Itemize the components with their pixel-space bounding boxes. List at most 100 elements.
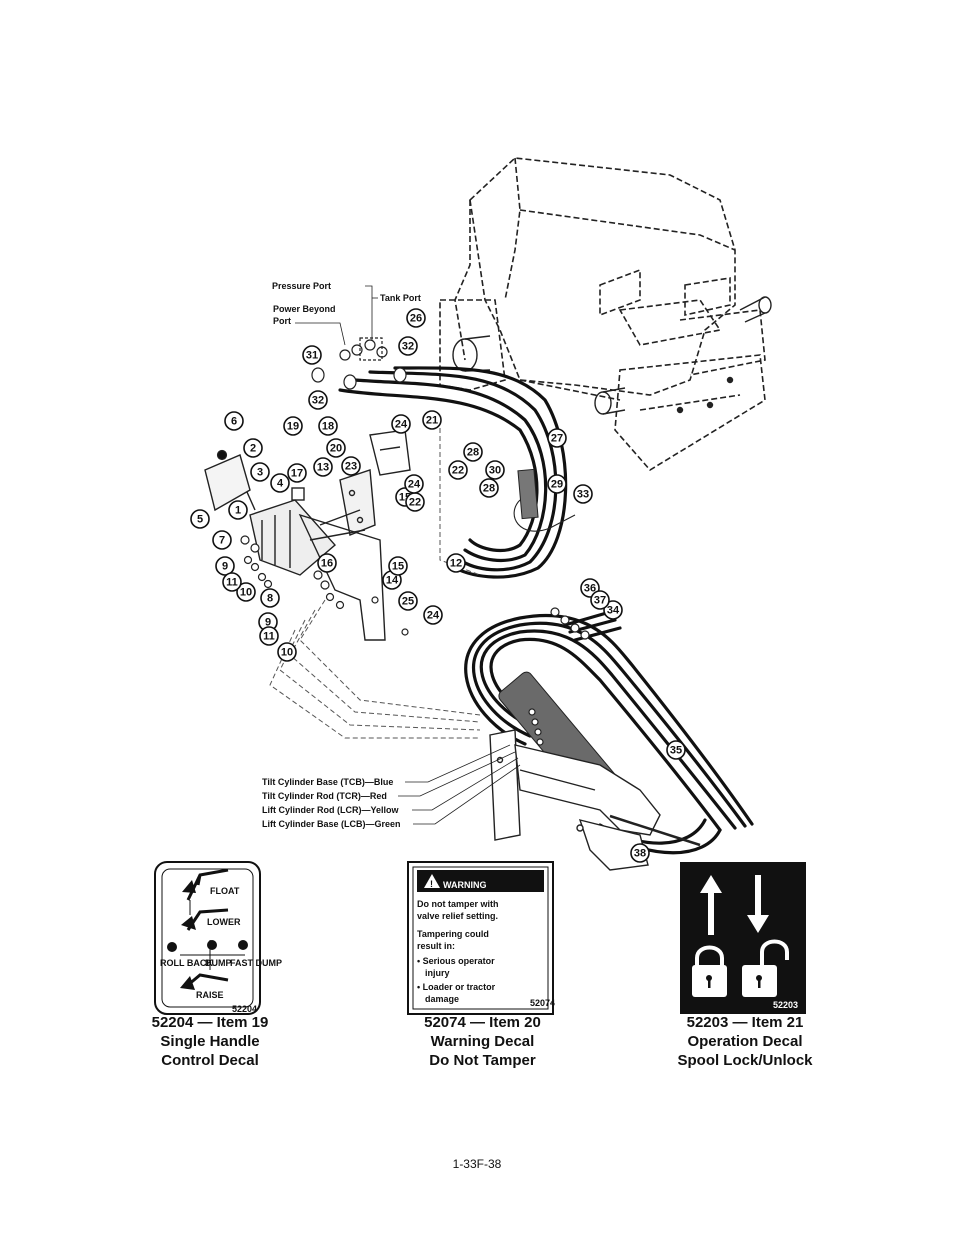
callout-circle: [259, 626, 279, 646]
callout-circle: [326, 438, 346, 458]
callout-number: 24: [395, 419, 408, 431]
callout-8: 8: [260, 588, 280, 608]
callout-33: 33: [573, 484, 593, 504]
power-beyond-label-1: Power Beyond: [273, 304, 336, 314]
hose-label-lcr: Lift Cylinder Rod (LCR)—Yellow: [262, 805, 399, 815]
warning-exclamation: !: [430, 879, 433, 889]
callout-circle: [228, 500, 248, 520]
callout-number: 22: [409, 497, 421, 509]
callout-number: 2: [250, 443, 256, 455]
caption-operation-line-3: Spool Lock/Unlock: [677, 1052, 813, 1069]
caption-operation-line-1: 52203 — Item 21: [686, 1014, 804, 1031]
callout-circle: [222, 572, 242, 592]
callout-number: 5: [197, 514, 203, 526]
warning-bullet-1a: • Serious operator: [417, 956, 495, 966]
callout-2: 2: [243, 438, 263, 458]
warning-line-4: result in:: [417, 941, 455, 951]
caption-warning-line-3: Do Not Tamper: [429, 1052, 536, 1069]
callout-35: 35: [666, 740, 686, 760]
callout-25: 25: [398, 591, 418, 611]
callout-circle: [404, 474, 424, 494]
callout-circle: [573, 484, 593, 504]
callout-13: 13: [313, 457, 333, 477]
callout-27: 27: [547, 428, 567, 448]
callout-number: 19: [287, 421, 299, 433]
callout-circle: [446, 553, 466, 573]
callout-circle: [391, 414, 411, 434]
callout-number: 6: [231, 416, 237, 428]
callout-11: 11: [259, 626, 279, 646]
caption-warning: 52074 — Item 20 Warning Decal Do Not Tam…: [400, 1013, 565, 1070]
callout-circle: [224, 411, 244, 431]
callout-number: 28: [467, 447, 479, 459]
callouts: 1234567899101011111213141515161718192021…: [190, 308, 686, 863]
callout-circle: [277, 642, 297, 662]
callout-number: 9: [265, 617, 271, 629]
callout-number: 23: [345, 461, 357, 473]
decal-single-handle-code: 52204: [232, 1004, 257, 1014]
callout-9: 9: [215, 556, 235, 576]
decal-lower-label: LOWER: [207, 917, 241, 927]
callout-7: 7: [212, 530, 232, 550]
hose-sleeve: [517, 468, 539, 520]
decal-raise-label: RAISE: [196, 990, 224, 1000]
callout-26: 26: [406, 308, 426, 328]
power-beyond-label-2: Port: [273, 316, 291, 326]
valve-fittings: [216, 449, 409, 636]
callout-circle: [283, 416, 303, 436]
callout-circle: [630, 843, 650, 863]
callout-number: 32: [402, 341, 414, 353]
callout-number: 22: [452, 465, 464, 477]
callout-28: 28: [479, 478, 499, 498]
caption-single-handle-line-1: 52204 — Item 19: [151, 1014, 269, 1031]
callout-11: 11: [222, 572, 242, 592]
callout-number: 30: [489, 465, 501, 477]
callout-29: 29: [547, 474, 567, 494]
callout-circle: [603, 600, 623, 620]
callout-22: 22: [405, 492, 425, 512]
callout-18: 18: [318, 416, 338, 436]
callout-19: 19: [283, 416, 303, 436]
callout-10: 10: [277, 642, 297, 662]
callout-number: 28: [483, 483, 495, 495]
callout-number: 36: [584, 583, 596, 595]
callout-32: 32: [398, 336, 418, 356]
callout-20: 20: [326, 438, 346, 458]
callout-6: 6: [224, 411, 244, 431]
callout-number: 8: [267, 593, 273, 605]
callout-number: 3: [257, 467, 263, 479]
warning-line-1: Do not tamper with: [417, 899, 499, 909]
warning-bullet-2b: damage: [425, 994, 459, 1004]
callout-circle: [590, 590, 610, 610]
callout-circle: [406, 308, 426, 328]
hose-label-tcr: Tilt Cylinder Rod (TCR)—Red: [262, 791, 387, 801]
callout-34: 34: [603, 600, 623, 620]
caption-single-handle-line-2: Single Handle: [160, 1033, 260, 1050]
callout-16: 16: [317, 553, 337, 573]
callout-number: 25: [402, 596, 414, 608]
callout-number: 24: [408, 479, 421, 491]
hose-label-leaders: [398, 744, 521, 825]
callout-number: 38: [634, 848, 646, 860]
callout-circle: [313, 457, 333, 477]
warning-line-3: Tampering could: [417, 929, 489, 939]
callout-number: 13: [317, 462, 329, 474]
callout-number: 15: [392, 561, 404, 573]
callout-circle: [236, 582, 256, 602]
callout-circle: [485, 460, 505, 480]
caption-operation-line-2: Operation Decal: [687, 1033, 803, 1050]
callout-number: 29: [551, 479, 563, 491]
callout-circle: [423, 605, 443, 625]
callout-number: 21: [426, 415, 438, 427]
callout-number: 4: [277, 478, 284, 490]
callout-1: 1: [228, 500, 248, 520]
control-valve: [204, 429, 411, 641]
callout-number: 1: [235, 505, 241, 517]
callout-circle: [398, 336, 418, 356]
callout-number: 17: [291, 468, 303, 480]
callout-circle: [341, 456, 361, 476]
warning-bullet-1b: injury: [425, 968, 450, 978]
hose-clamp: [513, 499, 576, 532]
warning-header: WARNING: [443, 880, 487, 890]
decal-single-handle: FLOAT LOWER ROLL BACK DUMP FAST DUMP RAI…: [154, 861, 282, 1015]
